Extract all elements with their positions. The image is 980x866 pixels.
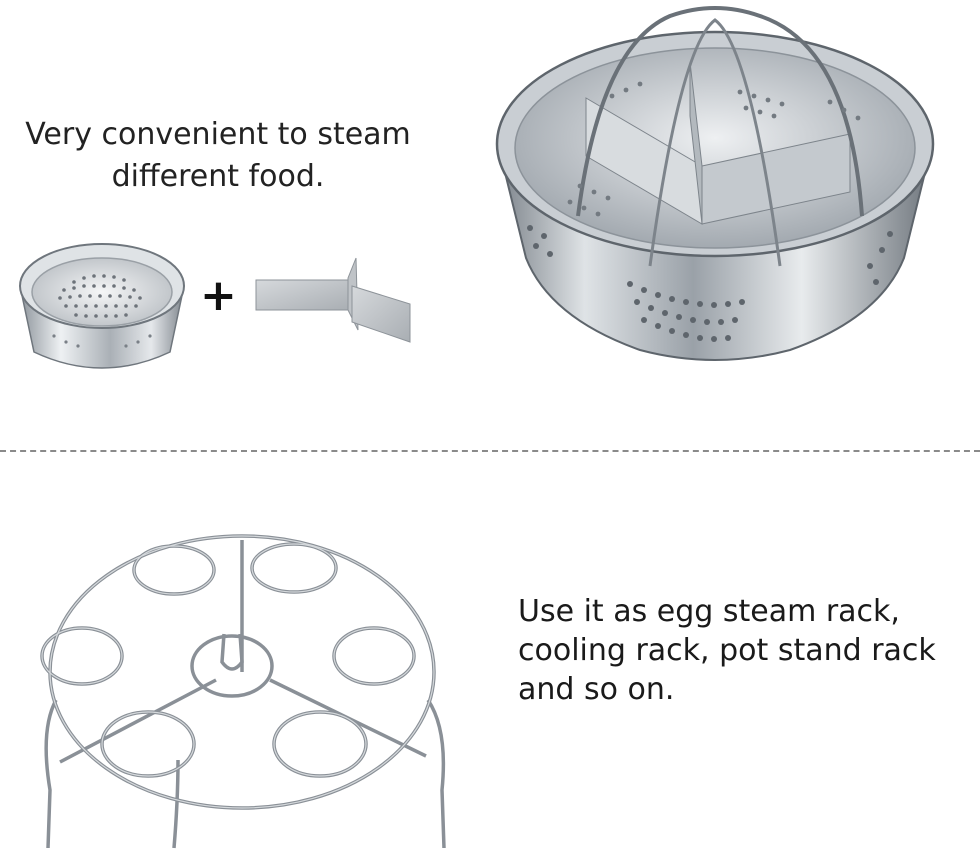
divider-insert-image [255, 257, 411, 343]
steam-caption: Very convenient to steam different food. [18, 114, 418, 198]
steam-caption-line-2: different food. [111, 159, 325, 194]
rack-caption: Use it as egg steam rack, cooling rack, … [518, 592, 958, 709]
top-panel: Very convenient to steam different food. [18, 6, 935, 369]
egg-steam-rack-image [40, 534, 446, 849]
rack-caption-line-2: cooling rack, pot stand rack [518, 633, 936, 668]
steam-caption-line-1: Very convenient to steam [25, 117, 411, 152]
rack-caption-line-1: Use it as egg steam rack, [518, 594, 900, 629]
dashed-divider [0, 450, 980, 452]
plus-sign: + [200, 270, 237, 321]
bottom-panel: Use it as egg steam rack, cooling rack, … [0, 456, 980, 860]
rack-caption-line-3: and so on. [518, 672, 675, 707]
large-steamer-basket-image [495, 6, 935, 361]
small-steamer-basket-image [19, 243, 185, 369]
